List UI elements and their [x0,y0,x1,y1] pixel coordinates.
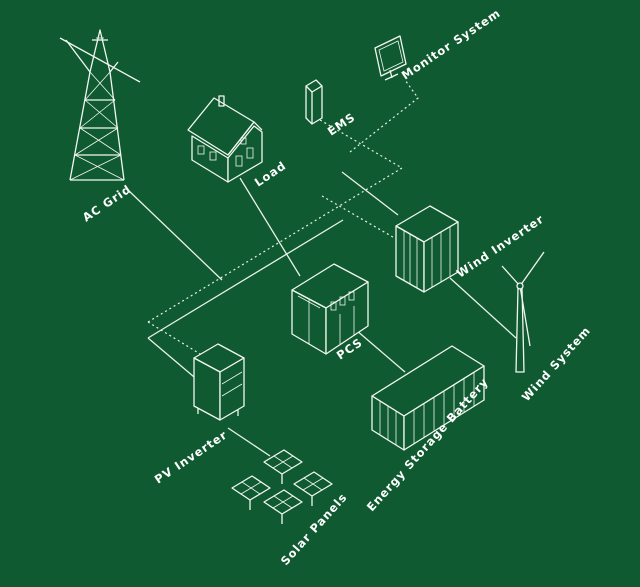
communication-connections [147,79,419,361]
transmission-tower-icon [59,29,141,181]
label-ems: EMS [325,110,358,139]
label-pv-inverter: PV Inverter [152,427,230,486]
pv-inverter-icon [193,343,245,421]
label-monitor-system: Monitor System [399,6,503,83]
ems-cabinet-icon [305,79,323,125]
solar-panel-icon [231,449,333,524]
wind-turbine-icon [501,251,545,373]
power-connections [127,171,517,457]
house-icon [187,95,263,183]
label-ac-grid: AC Grid [80,182,134,225]
battery-container-icon [371,345,485,451]
pcs-cabinet-icon [291,263,369,355]
label-wind-inverter: Wind Inverter [454,212,547,281]
monitor-icon [374,35,407,81]
wind-inverter-cabinet-icon [395,205,459,293]
label-wind-system: Wind System [519,323,594,404]
